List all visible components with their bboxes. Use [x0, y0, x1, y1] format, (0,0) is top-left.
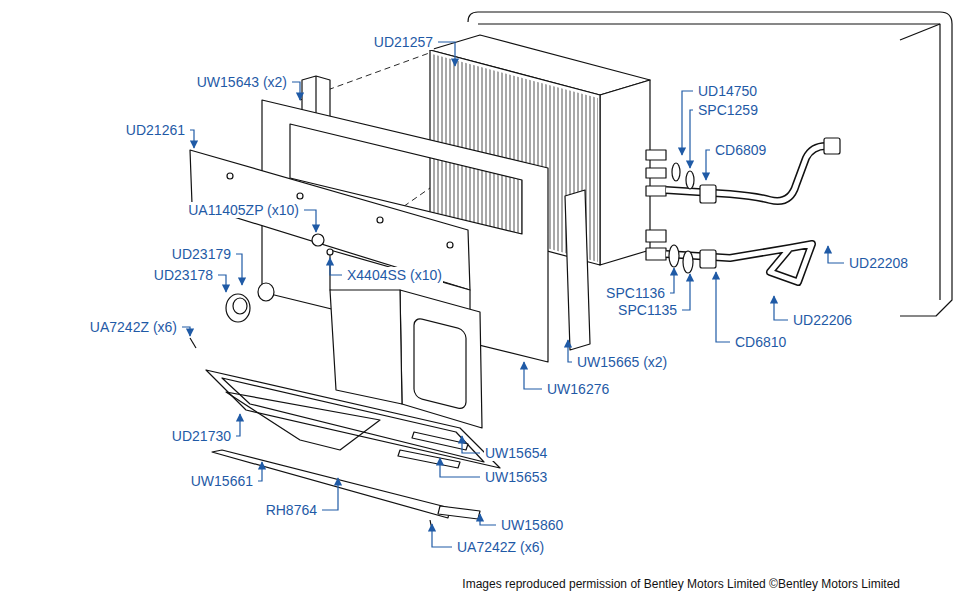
- part-number: UD23178: [153, 267, 214, 283]
- part-number: UW15665 (x2): [576, 354, 668, 370]
- part-number: UD21730: [171, 428, 232, 444]
- part-number: SPC1136: [605, 285, 666, 301]
- part-number: UW15860: [500, 517, 564, 533]
- part-number: UA7242Z (x6): [89, 319, 178, 335]
- part-number: UD22206: [792, 312, 853, 328]
- drawing: [190, 12, 952, 530]
- copyright-caption: Images reproduced permission of Bentley …: [462, 577, 900, 591]
- part-number: CD6809: [714, 142, 767, 158]
- part-number: RH8764: [265, 502, 318, 518]
- part-number: UD14750: [697, 83, 758, 99]
- part-number: UW16276: [546, 381, 610, 397]
- part-number: UD21261: [125, 122, 186, 138]
- part-number: UW15661: [190, 473, 254, 489]
- part-number: UD22208: [848, 255, 909, 271]
- part-number: UW15643 (x2): [196, 74, 288, 90]
- part-number: UA11405ZP (x10): [187, 202, 300, 218]
- part-number: SPC1259: [697, 102, 759, 118]
- part-number: UW15654: [484, 445, 548, 461]
- part-number: UA7242Z (x6): [456, 539, 545, 555]
- part-number: SPC1135: [617, 302, 678, 318]
- part-number: UW15653: [484, 469, 548, 485]
- part-number: UD21257: [373, 34, 434, 50]
- leader-lines: [182, 42, 844, 547]
- part-number: UD23179: [171, 246, 232, 262]
- part-number: CD6810: [734, 334, 787, 350]
- part-number: X4404SS (x10): [346, 267, 443, 283]
